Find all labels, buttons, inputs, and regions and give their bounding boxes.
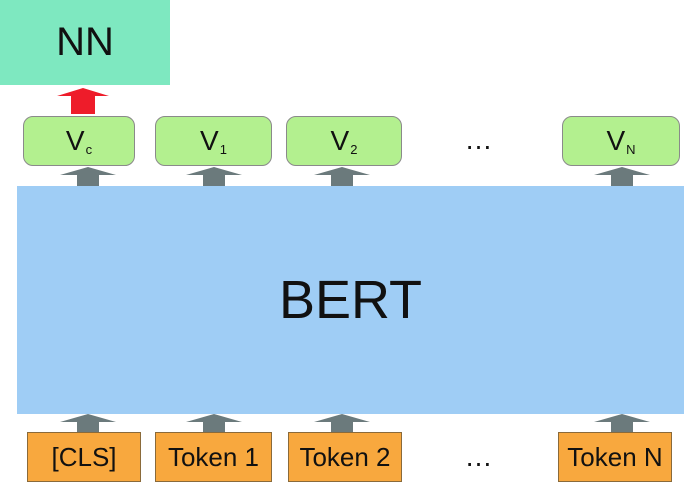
token-n-box: Token N [558, 432, 672, 482]
token-2-label: Token 2 [299, 441, 391, 472]
up-arrow-icon [594, 167, 650, 189]
token-cls-label: [CLS] [51, 441, 117, 472]
red-arrow-icon [57, 88, 109, 114]
up-arrow-icon [60, 167, 116, 189]
up-arrow-icon [314, 414, 370, 436]
nn-label: NN [56, 20, 114, 64]
up-arrow-icon [594, 414, 650, 436]
output-vc-sub: c [85, 141, 93, 157]
output-v1-base: V [200, 125, 219, 156]
output-vn-base: V [606, 125, 626, 156]
nn-box: NN [0, 0, 170, 85]
output-vc-base: V [65, 125, 85, 156]
token-n-label: Token N [567, 441, 663, 472]
token-1-label: Token 1 [167, 441, 260, 472]
output-v1-sub: 1 [219, 141, 227, 157]
bert-label: BERT [278, 270, 423, 330]
output-vn-sub: N [626, 141, 636, 157]
up-arrow-icon [60, 414, 116, 436]
output-v2-sub: 2 [350, 141, 358, 157]
up-arrow-icon [186, 167, 242, 189]
up-arrow-icon [186, 414, 242, 436]
up-arrow-icon [314, 167, 370, 189]
bert-block: BERT [17, 186, 684, 414]
output-v2-base: V [330, 125, 350, 156]
token-ellipsis: … [464, 441, 496, 472]
token-cls-box: [CLS] [27, 432, 141, 482]
token-2-box: Token 2 [288, 432, 402, 482]
token-1-box: Token 1 [155, 432, 272, 482]
output-ellipsis: … [464, 124, 496, 155]
